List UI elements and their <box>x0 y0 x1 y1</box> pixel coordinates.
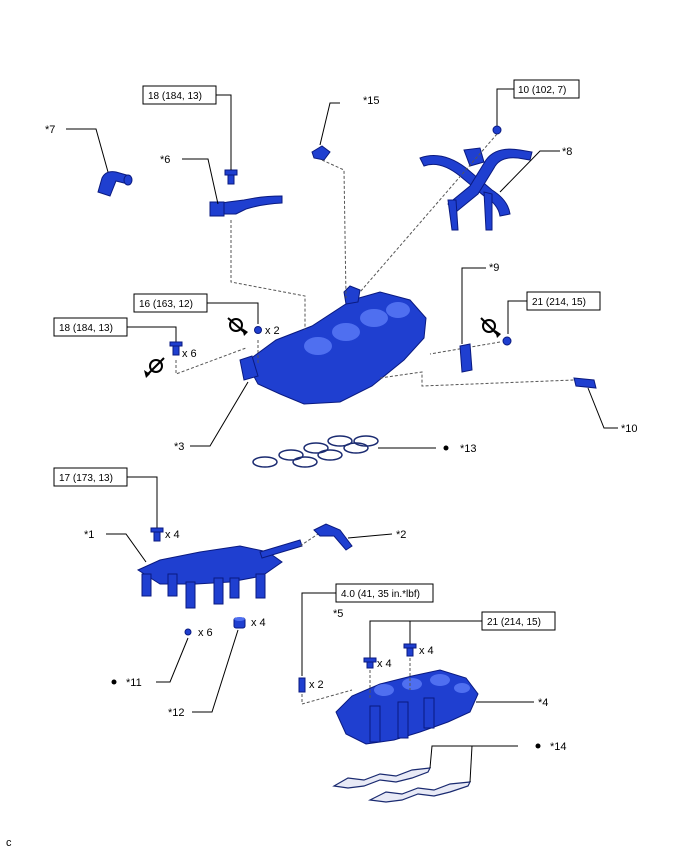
qty-21b-1: x 4 <box>377 658 392 670</box>
callout-15: *15 <box>363 95 380 107</box>
leader-15 <box>319 102 340 146</box>
o-ring-part-11 <box>184 628 192 636</box>
lower-manifold-part-4 <box>335 669 479 745</box>
nut-icon-16 <box>254 326 262 334</box>
callout-13: *13 <box>460 443 477 455</box>
leader-8 <box>499 150 560 193</box>
gasket-set-part-13 <box>252 435 379 468</box>
figure-code: c <box>6 837 12 849</box>
bolt-icon-10 <box>492 125 502 135</box>
dash-21b-to-4 <box>369 658 411 700</box>
fuel-delivery-pipe-part-1 <box>136 539 303 609</box>
leader-14 <box>429 745 518 769</box>
leader-torque-18a <box>216 94 232 170</box>
pipe-assembly-part-8 <box>419 147 533 231</box>
qty-18b: x 6 <box>182 348 197 360</box>
qty-16: x 2 <box>265 325 280 337</box>
leader-torque-16 <box>207 302 259 324</box>
callout-1: *1 <box>84 529 94 541</box>
leader-1 <box>106 533 147 563</box>
callout-6: *6 <box>160 154 170 166</box>
callout-9: *9 <box>489 262 499 274</box>
leader-torque-21a <box>507 300 527 334</box>
bolt-icon-21a <box>502 336 512 346</box>
bolt-icon-17 <box>150 527 164 542</box>
clip-part-15 <box>311 145 331 161</box>
torque-wrench-icon-21a <box>480 317 501 338</box>
hose-part-7 <box>97 171 133 197</box>
stud-bolt-part-5 <box>298 677 306 693</box>
leader-torque-4 <box>301 592 336 676</box>
dash-6-to-3 <box>230 220 306 330</box>
bolt-icon-18b <box>169 341 183 356</box>
leader-torque-17 <box>127 476 158 528</box>
callout-3: *3 <box>174 441 184 453</box>
new-part-dot-11 <box>111 679 117 685</box>
leader-11 <box>156 637 189 683</box>
callout-8: *8 <box>562 146 572 158</box>
leader-torque-21b <box>409 620 482 644</box>
callout-7: *7 <box>45 124 55 136</box>
bolt-icon-21b-1 <box>363 657 377 669</box>
torque-10: 10 (102, 7) <box>518 85 566 96</box>
qty-12: x 4 <box>251 617 266 629</box>
callout-14: *14 <box>550 741 567 753</box>
dash-9-to-3 <box>379 371 575 387</box>
callout-4: *4 <box>538 697 548 709</box>
torque-wrench-icon-18b <box>144 357 165 378</box>
intake-manifold-part-3 <box>239 285 427 405</box>
torque-16: 16 (163, 12) <box>139 299 193 310</box>
insulator-part-12 <box>233 617 246 629</box>
leader-9 <box>461 267 486 344</box>
torque-wrench-icon-16 <box>227 317 248 336</box>
dash-15-to-3 <box>321 159 347 299</box>
hose-part-10 <box>573 377 597 389</box>
dash-5-to-4 <box>301 689 353 705</box>
callout-10: *10 <box>621 423 638 435</box>
callout-11: *11 <box>126 677 142 689</box>
leader-12 <box>192 629 239 713</box>
torque-18a: 18 (184, 13) <box>148 91 202 102</box>
qty-11: x 6 <box>198 627 213 639</box>
torque-4: 4.0 (41, 35 in.*lbf) <box>341 589 420 600</box>
leader-6 <box>182 158 219 205</box>
qty-17: x 4 <box>165 529 180 541</box>
callout-2: *2 <box>396 529 406 541</box>
torque-18b: 18 (184, 13) <box>59 323 113 334</box>
leader-10 <box>587 387 618 429</box>
bolt-icon-21b-2 <box>403 643 417 657</box>
new-part-dot-13 <box>443 445 449 451</box>
torque-21a: 21 (214, 15) <box>532 297 586 308</box>
qty-21b-2: x 4 <box>419 645 434 657</box>
gasket-set-part-14 <box>332 767 472 803</box>
leader-3 <box>190 381 249 447</box>
bracket-part-6 <box>209 169 283 217</box>
leader-torque-21b-b <box>369 620 410 658</box>
torque-21b: 21 (214, 15) <box>487 617 541 628</box>
new-part-dot-14 <box>535 743 541 749</box>
qty-5: x 2 <box>309 679 324 691</box>
hose-part-2 <box>313 523 353 551</box>
leader-7 <box>66 128 109 173</box>
torque-17: 17 (173, 13) <box>59 473 113 484</box>
leader-torque-10 <box>496 88 514 126</box>
pipe-part-9 <box>459 343 473 373</box>
callout-5: *5 <box>333 608 343 620</box>
callout-12: *12 <box>168 707 185 719</box>
leader-2 <box>347 533 393 539</box>
leader-14-b <box>469 745 473 783</box>
dash-2-to-1 <box>299 533 319 547</box>
leader-torque-18b <box>127 326 177 342</box>
